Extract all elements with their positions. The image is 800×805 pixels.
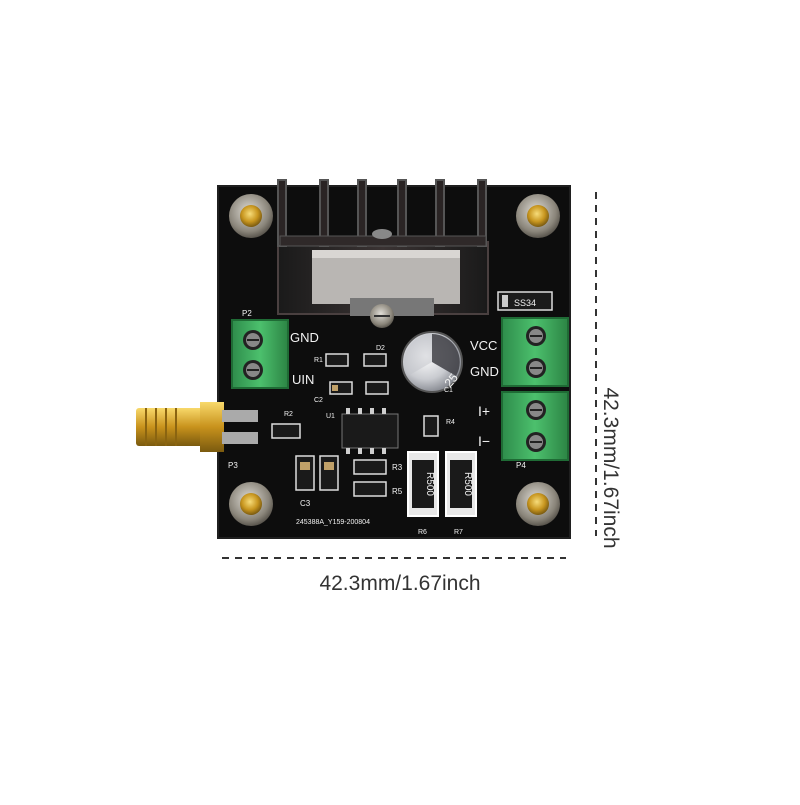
silkscreen-label: U1 <box>326 413 335 420</box>
label-p3: P3 <box>228 461 238 470</box>
electrolytic-capacitor: 25 C1 <box>401 331 463 394</box>
width-dimension-label: 42.3mm/1.67inch <box>319 572 481 595</box>
mounting-screw <box>516 194 560 238</box>
terminal-block-p2 <box>231 319 289 389</box>
label-gnd-left: GND <box>290 330 319 345</box>
sma-connector <box>136 402 258 452</box>
terminal-block-p1 <box>501 317 569 387</box>
heatsink <box>277 179 489 328</box>
silkscreen-label: D2 <box>376 345 385 352</box>
label-i-minus: I− <box>478 433 490 449</box>
label-gnd-right: GND <box>470 364 499 379</box>
label-p2: P2 <box>242 309 252 318</box>
silkscreen-label: R7 <box>454 529 463 536</box>
shunt-resistor-r7: R500 <box>445 451 477 517</box>
silkscreen-label: R3 <box>392 463 403 472</box>
shunt-resistor-r6: R500 <box>407 451 439 517</box>
mounting-screw <box>229 482 273 526</box>
silkscreen-label: SS34 <box>514 298 536 308</box>
height-dimension-label: 42.3mm/1.67inch <box>599 387 622 549</box>
label-vcc: VCC <box>470 338 497 353</box>
silkscreen-label: C1 <box>444 387 453 394</box>
board-id: 245388A_Y159-200804 <box>296 519 370 526</box>
mounting-screw <box>229 194 273 238</box>
label-p4: P4 <box>516 461 526 470</box>
silkscreen-label: R5 <box>392 487 403 496</box>
diode-ss34: SS34 <box>497 291 553 311</box>
mounting-screw <box>516 482 560 526</box>
silkscreen-label: R500 <box>462 472 473 496</box>
silkscreen-label: R6 <box>418 529 427 536</box>
terminal-block-p4 <box>501 391 569 461</box>
silkscreen-label: R500 <box>424 472 435 496</box>
silkscreen-label: R1 <box>314 357 323 364</box>
silkscreen-label: R4 <box>446 419 455 426</box>
silkscreen-label: C2 <box>314 397 323 404</box>
silkscreen-label: C3 <box>300 499 311 508</box>
label-uin: UIN <box>292 372 314 387</box>
label-i-plus: I+ <box>478 403 490 419</box>
ic-u1 <box>341 408 399 454</box>
silkscreen-label: R2 <box>284 411 293 418</box>
